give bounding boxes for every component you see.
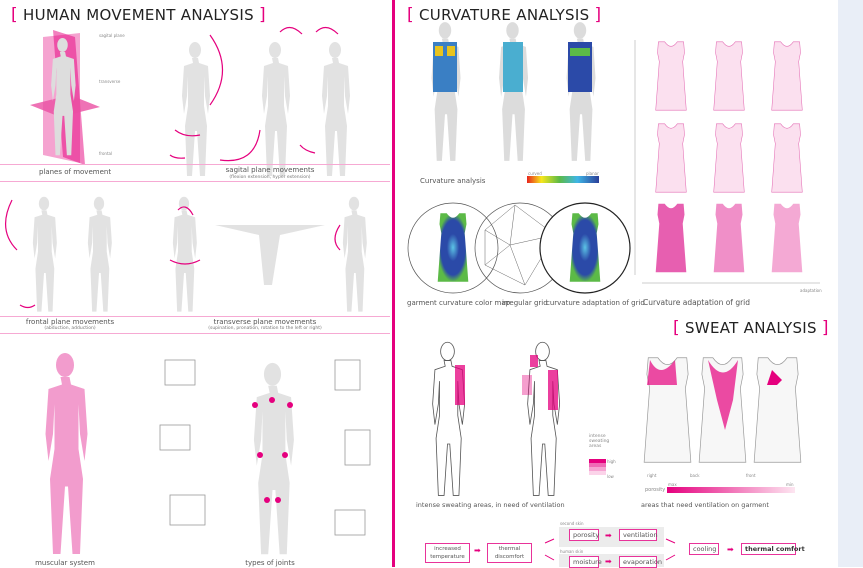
row2-line-bottom (0, 333, 390, 334)
flow-second-skin-label: second skin (560, 521, 584, 526)
curvature-analysis-label: Curvature analysis (420, 177, 486, 185)
sweat-legend-low: low (607, 474, 614, 479)
curvature-color-scale (527, 176, 599, 183)
frontal-transverse-figures (5, 196, 367, 312)
transverse-movements-sub: (supination, pronation, rotation to the … (208, 326, 322, 331)
flow-connectors (544, 538, 676, 561)
grid-adaptation-label: Curvature adaptation of grid (643, 298, 751, 307)
view-right: right (647, 473, 657, 478)
frontal-movements-sub: (abduction, adduction) (44, 326, 96, 331)
section-divider (392, 0, 395, 567)
porosity-gradient-bar (667, 487, 795, 493)
flow-thermal-discomfort: thermal discomfort (487, 543, 532, 563)
curvature-circles (407, 202, 631, 294)
muscular-system-label: muscular system (35, 559, 95, 567)
sweat-analysis-title: [ SWEAT ANALYSIS ] (673, 318, 829, 338)
flow-evaporation: evaporation (619, 556, 662, 568)
grid-adaptation-dresses (634, 40, 820, 284)
transverse-movements-label: transverse plane movements (213, 318, 317, 326)
porosity-min: min (786, 482, 794, 487)
grid-axis-label: adaptation (800, 288, 822, 293)
sweat-legend-high: high (607, 459, 616, 464)
curvature-analysis-title: [ CURVATURE ANALYSIS ] (407, 5, 602, 25)
circle-label-irregular: irregular grid (502, 299, 548, 307)
muscular-system-figure (45, 353, 88, 554)
sagittal-movements-label: sagital plane movements (225, 166, 315, 174)
sweat-garments (643, 357, 802, 463)
flow-arrow-3: ➡ (605, 557, 612, 566)
sweat-body-outlines (431, 341, 561, 497)
sagittal-figures (169, 26, 350, 176)
curvature-bodies (431, 22, 596, 161)
flow-human-skin-label: human skin (560, 549, 584, 554)
row1-line-top (0, 164, 390, 165)
scale-planar-label: planar (586, 171, 599, 176)
flow-porosity: porosity (569, 529, 599, 541)
joints-figure (159, 359, 371, 555)
flow-arrow-2: ➡ (605, 531, 612, 540)
view-front: front (746, 473, 756, 478)
flow-ventilation: ventilation (619, 529, 658, 541)
frontal-label: frontal (99, 151, 113, 156)
frontal-movements-label: frontal plane movements (25, 318, 115, 326)
sweat-body-label: intense sweating areas, in need of venti… (416, 501, 565, 509)
row1-line-bottom (0, 181, 390, 182)
scale-curved-label: curved (528, 171, 542, 176)
view-back: back (690, 473, 700, 478)
circle-label-adaptation: curvature adaptation of grid (546, 299, 645, 307)
porosity-max: max (668, 482, 677, 487)
porosity-label: porosity (645, 487, 666, 493)
transverse-label: transverse (99, 79, 121, 84)
types-of-joints-label: types of joints (245, 559, 295, 567)
garment-ventilation-label: areas that need ventilation on garment (641, 501, 769, 509)
sweat-legend-swatches (589, 459, 606, 475)
right-sidebar-strip (838, 0, 863, 567)
circle-label-colormap: garment curvature color map (407, 299, 511, 307)
flow-thermal-comfort: thermal comfort (741, 543, 805, 555)
flow-arrow-1: ➡ (474, 546, 481, 555)
human-movement-title: [ HUMAN MOVEMENT ANALYSIS ] (11, 5, 266, 25)
flow-cooling: cooling (689, 543, 719, 555)
planes-figure (30, 30, 100, 165)
flow-increased-temperature: increased temperature (425, 543, 470, 563)
row2-line-top (0, 316, 390, 317)
planes-of-movement-label: planes of movement (38, 168, 112, 176)
flow-arrow-4: ➡ (727, 545, 734, 554)
sagittal-plane-label: sagital plane (99, 33, 125, 38)
sagittal-movements-sub: (flexion extension, hyper extension) (229, 175, 311, 180)
sweat-legend-title: intense sweating areas (589, 434, 610, 449)
